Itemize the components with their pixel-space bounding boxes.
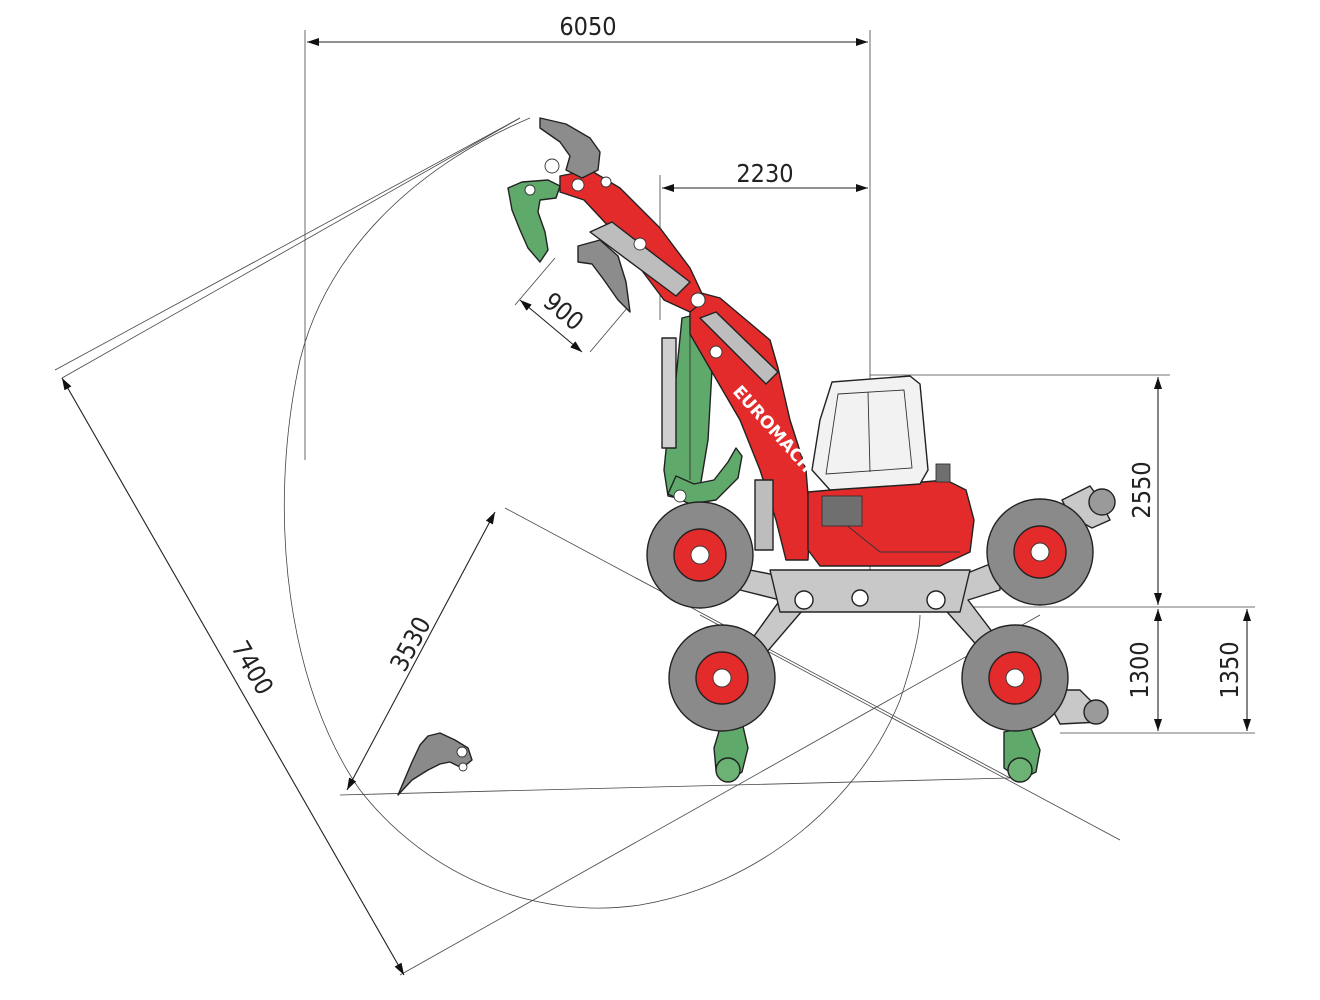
dim-label-900: 900	[538, 287, 590, 337]
dim-label-3530: 3530	[384, 612, 436, 676]
wheel-rear-upper	[986, 498, 1094, 606]
green-attachments	[507, 179, 1041, 783]
wheel-front-lower	[668, 624, 776, 732]
wheel-rear-lower	[961, 624, 1069, 732]
dim-label-2230: 2230	[736, 159, 793, 188]
dim-label-7400: 7400	[225, 636, 279, 700]
dim-line-3530	[346, 511, 496, 791]
digging-bucket-lower	[397, 732, 473, 796]
dim-label-2550: 2550	[1127, 461, 1156, 518]
dim-label-1350: 1350	[1215, 641, 1244, 698]
dimension-lines	[61, 38, 1251, 976]
dim-label-1300: 1300	[1125, 641, 1154, 698]
wheel-front-upper	[646, 501, 754, 609]
dim-line-7400	[61, 377, 405, 976]
upper-buckets	[539, 117, 631, 313]
dim-label-6050: 6050	[559, 12, 616, 41]
dim-line-900	[519, 299, 583, 353]
cab-body	[807, 375, 975, 567]
